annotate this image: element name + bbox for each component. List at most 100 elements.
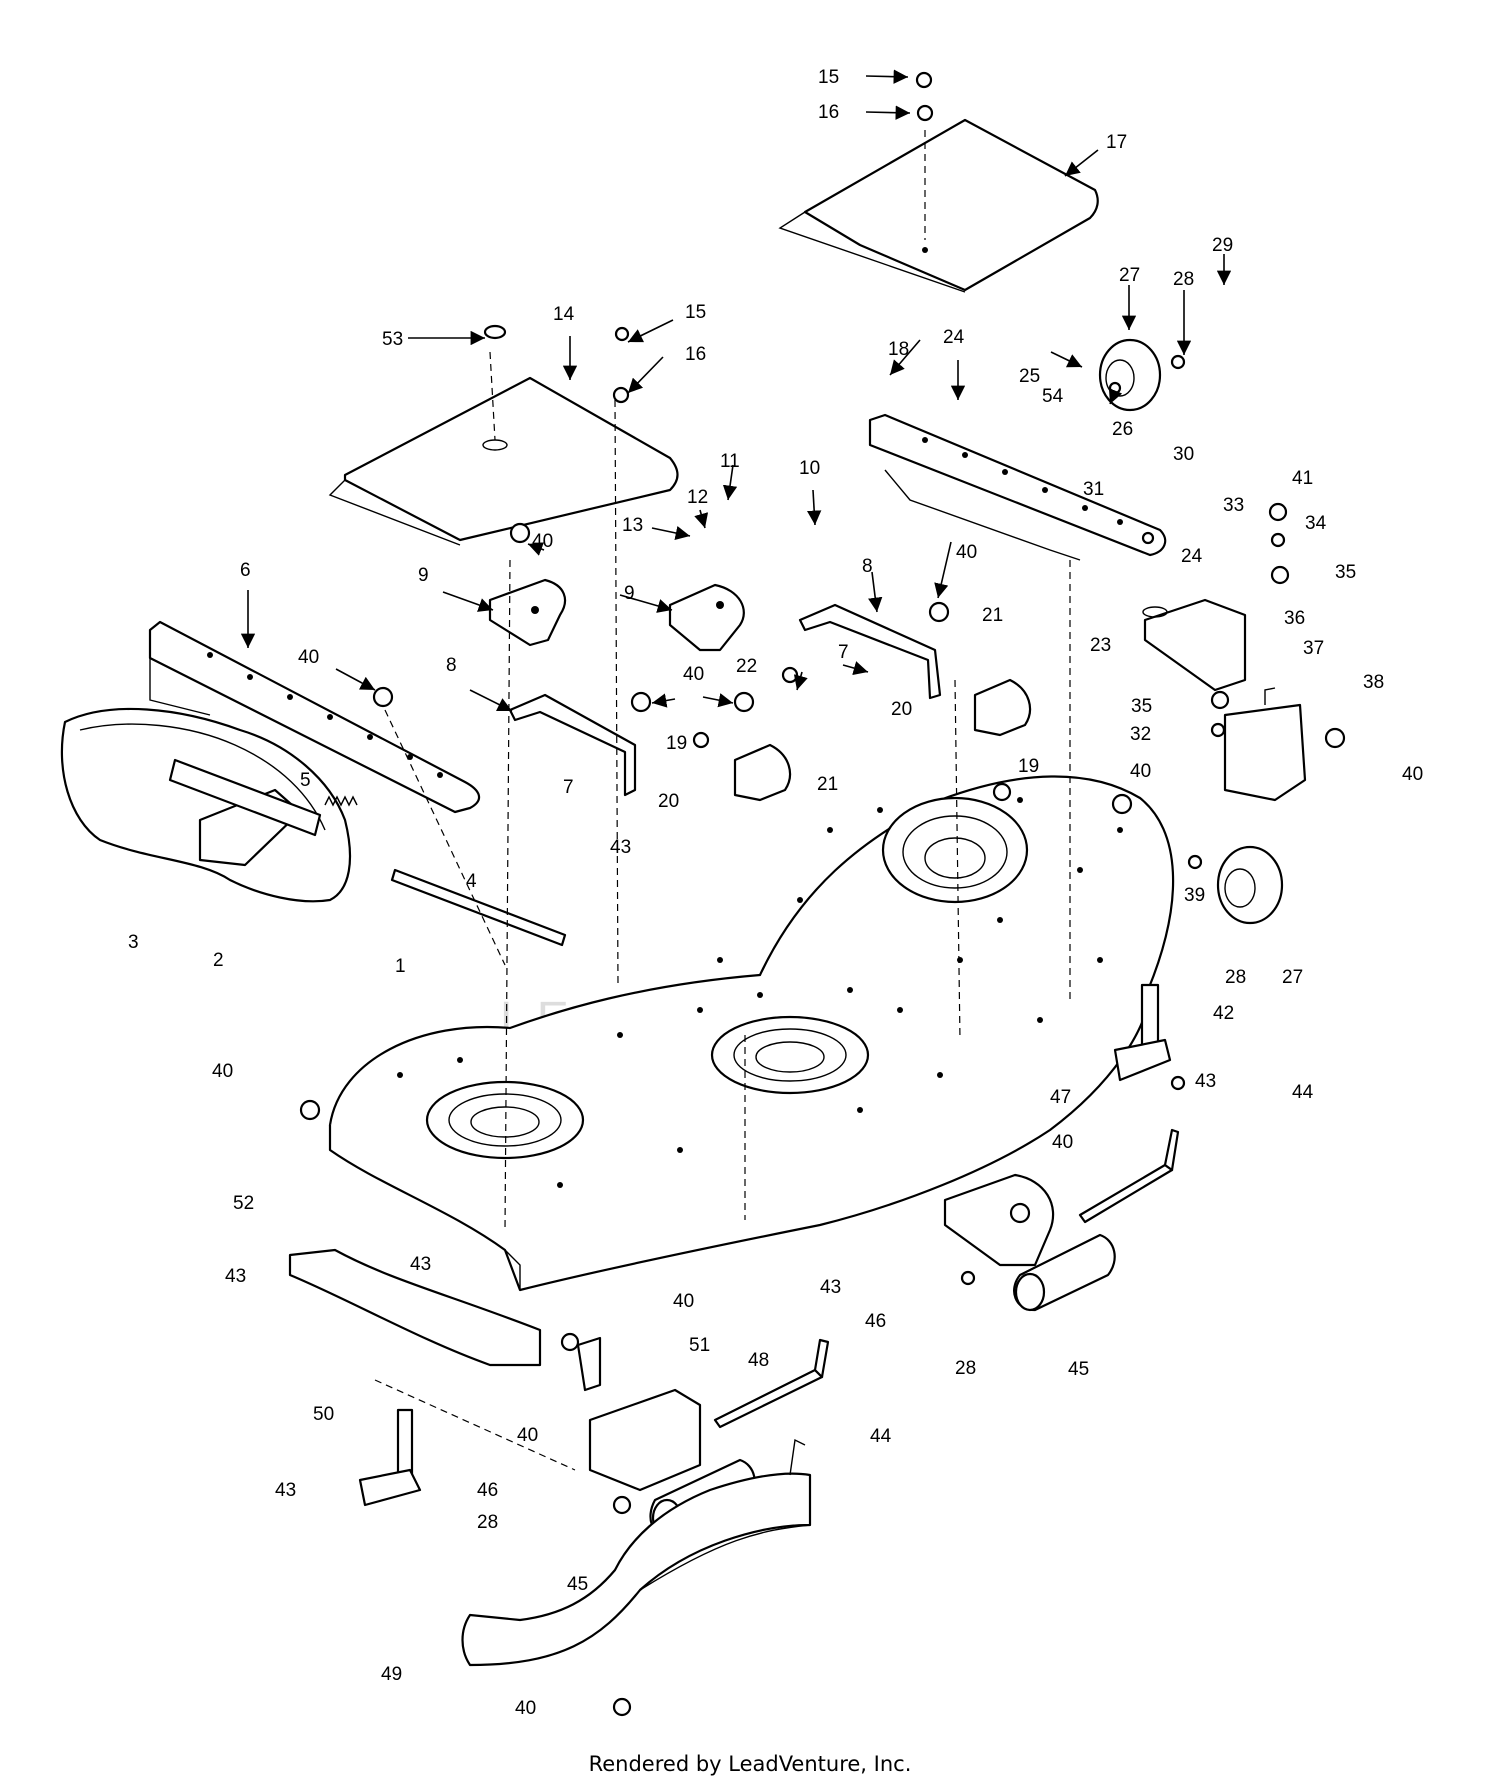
callout-25: 25: [1019, 366, 1040, 387]
callout-16a: 16: [818, 102, 839, 123]
callout-24a: 24: [943, 327, 965, 348]
callout-43d: 43: [225, 1266, 246, 1287]
roller-bracket-right: [943, 1173, 1055, 1267]
callout-10: 10: [799, 458, 820, 479]
rear-baffle: [868, 413, 1167, 561]
gauge-wheel-bracket: [1223, 687, 1307, 802]
mount-bracket-center: [668, 583, 745, 652]
callout-28c: 28: [955, 1358, 976, 1379]
callout-43c: 43: [410, 1254, 431, 1275]
callout-46a: 46: [865, 1311, 886, 1332]
left-belt-cover: [328, 376, 679, 546]
callout-2: 2: [213, 950, 224, 971]
callout-14: 14: [553, 304, 575, 325]
callout-45b: 45: [567, 1574, 588, 1595]
roller-mount-plate: [576, 1336, 602, 1392]
callout-12: 12: [687, 487, 708, 508]
hanger-bracket-right: [798, 603, 942, 700]
callout-48: 48: [748, 1350, 769, 1371]
callout-17: 17: [1106, 132, 1127, 153]
callout-44a: 44: [1292, 1082, 1314, 1103]
roller-axle-left: [713, 1338, 830, 1429]
callout-40b: 40: [298, 647, 319, 668]
gauge-wheel-arm: [1142, 598, 1247, 692]
callout-42: 42: [1213, 1003, 1234, 1024]
callout-20a: 20: [658, 791, 679, 812]
callout-9a: 9: [418, 565, 429, 586]
callout-leaders: [240, 69, 1232, 712]
callout-35a: 35: [1335, 562, 1356, 583]
callout-43e: 43: [820, 1277, 841, 1298]
callout-8a: 8: [446, 655, 457, 676]
callout-30: 30: [1173, 444, 1194, 465]
pivot-post-left: [358, 1408, 422, 1507]
callout-18: 18: [888, 339, 909, 360]
callout-46b: 46: [477, 1480, 498, 1501]
callout-52: 52: [233, 1193, 254, 1214]
callout-16b: 16: [685, 344, 706, 365]
callout-40j: 40: [517, 1425, 538, 1446]
callout-6: 6: [240, 560, 251, 581]
callout-33: 33: [1223, 495, 1244, 516]
callout-8b: 8: [862, 556, 873, 577]
callout-40f: 40: [1130, 761, 1151, 782]
callout-28d: 28: [477, 1512, 498, 1533]
callout-50: 50: [313, 1404, 334, 1425]
anti-scalp-roller-right: [1013, 1233, 1116, 1312]
callout-labels: 1 2 3 4 5 6 7 7 8 8 9 9 10 11 12 13 14 1…: [128, 67, 1423, 1719]
callout-51: 51: [689, 1335, 710, 1356]
callout-4: 4: [466, 871, 477, 892]
callout-27a: 27: [1119, 265, 1140, 286]
callout-28b: 28: [1225, 967, 1246, 988]
callout-40c: 40: [683, 664, 704, 685]
callout-43a: 43: [610, 837, 631, 858]
callout-29: 29: [1212, 235, 1233, 256]
callout-27b: 27: [1282, 967, 1303, 988]
skid-plate: [288, 1248, 542, 1367]
callout-43f: 43: [275, 1480, 296, 1501]
callout-21b: 21: [982, 605, 1003, 626]
callout-49: 49: [381, 1664, 402, 1685]
callout-40k: 40: [515, 1698, 536, 1719]
callout-26: 26: [1112, 419, 1133, 440]
right-belt-cover: [778, 118, 1099, 293]
pivot-bracket-left: [733, 743, 792, 802]
callout-37: 37: [1303, 638, 1324, 659]
front-baffle: [148, 620, 481, 814]
callout-41: 41: [1292, 468, 1313, 489]
callout-7b: 7: [838, 642, 849, 663]
callout-11: 11: [720, 451, 740, 472]
callout-36: 36: [1284, 608, 1305, 629]
gauge-wheel-upper: [1098, 338, 1162, 412]
gauge-wheel-lower: [1216, 845, 1284, 925]
rear-shield: [461, 1438, 812, 1667]
callout-5: 5: [300, 770, 311, 791]
pivot-bracket-right: [973, 678, 1032, 737]
callout-3: 3: [128, 932, 139, 953]
callout-44b: 44: [870, 1426, 892, 1447]
callout-21a: 21: [817, 774, 838, 795]
callout-40h: 40: [1052, 1132, 1073, 1153]
callout-43b: 43: [1195, 1071, 1216, 1092]
discharge-chute: [60, 707, 352, 903]
callout-47: 47: [1050, 1087, 1071, 1108]
callout-19a: 19: [666, 733, 687, 754]
callout-45a: 45: [1068, 1359, 1089, 1380]
roller-axle-right: [1078, 1128, 1180, 1224]
callout-40a: 40: [532, 531, 553, 552]
callout-20b: 20: [891, 699, 912, 720]
callout-19b: 19: [1018, 756, 1039, 777]
callout-13: 13: [622, 515, 643, 536]
callout-7a: 7: [563, 777, 574, 798]
callout-40d: 40: [956, 542, 977, 563]
callout-38: 38: [1363, 672, 1384, 693]
roller-bracket-left: [588, 1388, 702, 1492]
rendered-by-credit: Rendered by LeadVenture, Inc.: [588, 1752, 912, 1776]
pivot-post-right: [1113, 983, 1172, 1082]
callout-9b: 9: [624, 583, 635, 604]
callout-32: 32: [1130, 724, 1151, 745]
callout-40g: 40: [212, 1061, 233, 1082]
callout-31: 31: [1083, 479, 1104, 500]
mower-deck-housing: [328, 775, 1175, 1292]
callout-34: 34: [1305, 513, 1327, 534]
